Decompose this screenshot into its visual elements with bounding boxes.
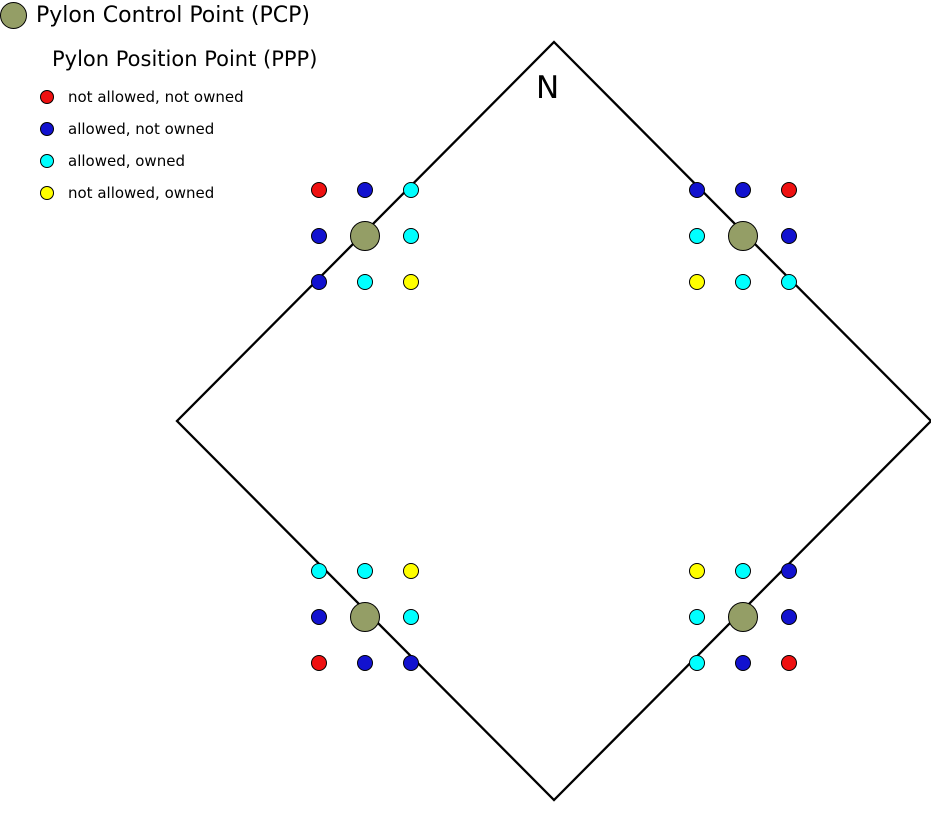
ppp-dot-blue-south-east (781, 609, 797, 625)
boundary-diamond (175, 40, 931, 802)
legend-item-yellow: not allowed, owned (40, 177, 244, 209)
ppp-dot-blue-north-east (689, 182, 705, 198)
ppp-dot-blue-north-west (311, 274, 327, 290)
ppp-dot-cyan-north-east (689, 228, 705, 244)
cyan-dot-icon (40, 154, 54, 168)
ppp-dot-yellow-north-east (689, 274, 705, 290)
ppp-dot-cyan-north-west (357, 274, 373, 290)
ppp-dot-cyan-south-west (357, 563, 373, 579)
ppp-dot-red-south-east (781, 655, 797, 671)
ppp-dot-red-south-west (311, 655, 327, 671)
ppp-dot-blue-north-west (357, 182, 373, 198)
pcp-marker-south-east (728, 602, 758, 632)
legend-item-cyan: allowed, owned (40, 145, 244, 177)
ppp-dot-blue-north-west (311, 228, 327, 244)
ppp-dot-blue-south-west (357, 655, 373, 671)
ppp-dot-cyan-south-west (311, 563, 327, 579)
ppp-dot-yellow-south-east (689, 563, 705, 579)
ppp-dot-cyan-south-east (689, 655, 705, 671)
ppp-legend-title: Pylon Position Point (PPP) (52, 47, 318, 71)
ppp-dot-red-north-west (311, 182, 327, 198)
pcp-marker-north-west (350, 221, 380, 251)
ppp-dot-cyan-north-east (781, 274, 797, 290)
pcp-legend-row: Pylon Control Point (PCP) (0, 2, 310, 29)
ppp-dot-blue-south-west (403, 655, 419, 671)
ppp-dot-blue-south-east (781, 563, 797, 579)
legend-item-label: not allowed, owned (68, 184, 215, 202)
ppp-dot-red-north-east (781, 182, 797, 198)
yellow-dot-icon (40, 186, 54, 200)
ppp-dot-blue-north-east (781, 228, 797, 244)
pcp-marker-north-east (728, 221, 758, 251)
ppp-dot-cyan-north-west (403, 182, 419, 198)
ppp-dot-cyan-north-east (735, 274, 751, 290)
ppp-legend-list: not allowed, not owned allowed, not owned… (40, 81, 244, 209)
red-dot-icon (40, 90, 54, 104)
north-compass-label: N (536, 70, 560, 106)
legend-item-label: allowed, not owned (68, 120, 215, 138)
ppp-dot-blue-south-west (311, 609, 327, 625)
ppp-dot-blue-south-east (735, 655, 751, 671)
legend-item-label: allowed, owned (68, 152, 185, 170)
ppp-dot-cyan-south-east (735, 563, 751, 579)
pcp-marker-south-west (350, 602, 380, 632)
legend-item-blue: allowed, not owned (40, 113, 244, 145)
pcp-circle-icon (0, 2, 27, 29)
ppp-dot-blue-north-east (735, 182, 751, 198)
blue-dot-icon (40, 122, 54, 136)
ppp-dot-cyan-south-east (689, 609, 705, 625)
legend-item-red: not allowed, not owned (40, 81, 244, 113)
legend-item-label: not allowed, not owned (68, 88, 244, 106)
pcp-legend-label: Pylon Control Point (PCP) (36, 3, 310, 28)
ppp-dot-cyan-north-west (403, 228, 419, 244)
ppp-dot-yellow-south-west (403, 563, 419, 579)
ppp-dot-yellow-north-west (403, 274, 419, 290)
ppp-dot-cyan-south-west (403, 609, 419, 625)
